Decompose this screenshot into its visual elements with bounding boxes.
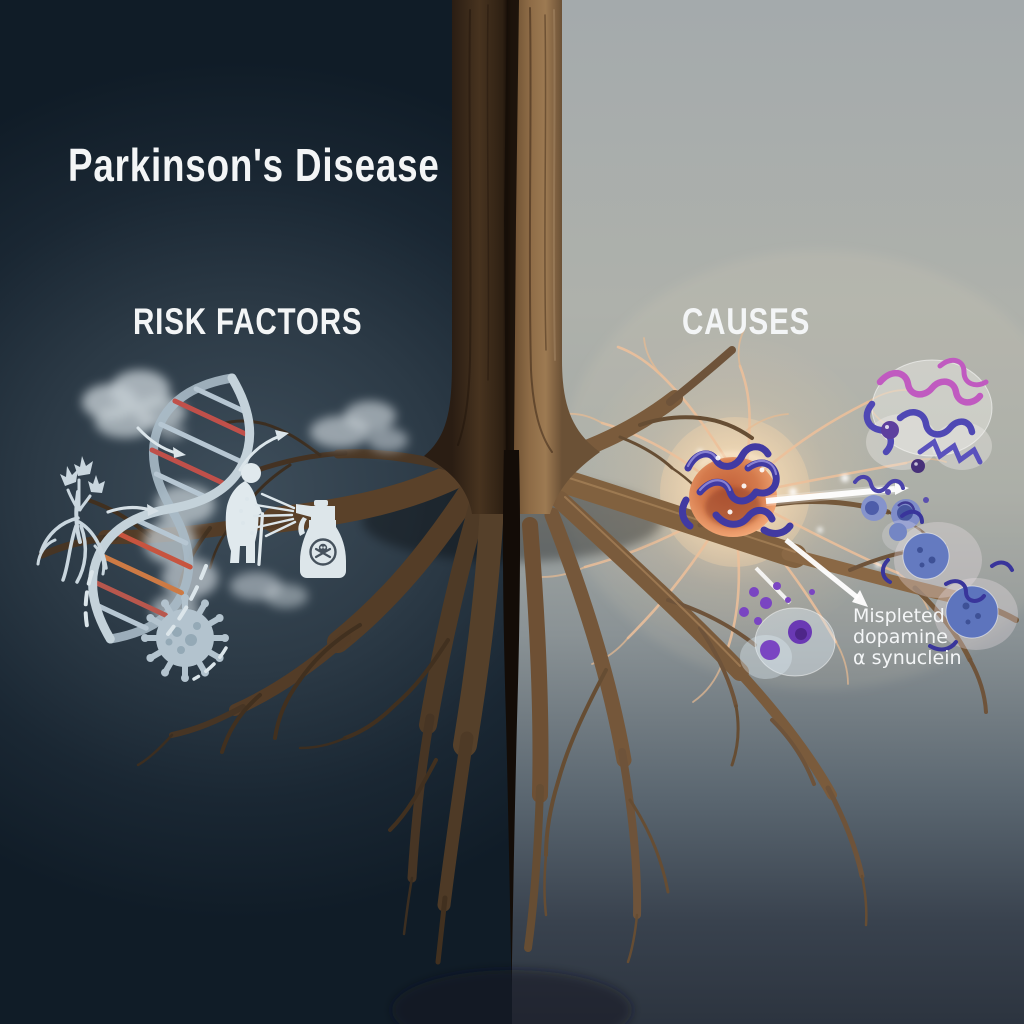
aggregate-cluster-low bbox=[881, 509, 1018, 652]
neuron-dendrites bbox=[541, 329, 947, 703]
alpha-synuclein-tangles-icon bbox=[679, 443, 794, 537]
protein-aggregates bbox=[739, 357, 1018, 679]
annotation-line-1: Mispleted bbox=[853, 605, 945, 627]
smoke-cloud-top-icon bbox=[82, 370, 186, 440]
risk-factors-heading: RISK FACTORS bbox=[133, 301, 363, 342]
virus-icon bbox=[141, 594, 229, 682]
risk-factor-icons bbox=[36, 370, 408, 682]
trunk-crack bbox=[502, 0, 521, 986]
dopamine-vesicle bbox=[739, 582, 836, 679]
pesticide-spray-bottle-icon bbox=[239, 492, 346, 578]
aggregate-cluster-mid bbox=[853, 475, 929, 529]
risk-factor-arrows bbox=[83, 426, 289, 681]
aggregate-bubble-top bbox=[863, 357, 993, 473]
annotation-line-3: α synuclein bbox=[853, 646, 962, 669]
annotation-line-2: dopamine bbox=[853, 625, 948, 648]
alpha-synuclein-annotation: Mispleted dopamine α synuclein bbox=[853, 606, 962, 669]
bottom-shadow bbox=[392, 970, 632, 1024]
toxic-plant-icon bbox=[36, 456, 108, 584]
smoke-cloud-small-icon bbox=[230, 572, 308, 608]
page-title: Parkinson's Disease bbox=[68, 139, 440, 191]
smoke-cloud-right-icon bbox=[310, 401, 408, 452]
causes-heading: CAUSES bbox=[682, 301, 811, 342]
